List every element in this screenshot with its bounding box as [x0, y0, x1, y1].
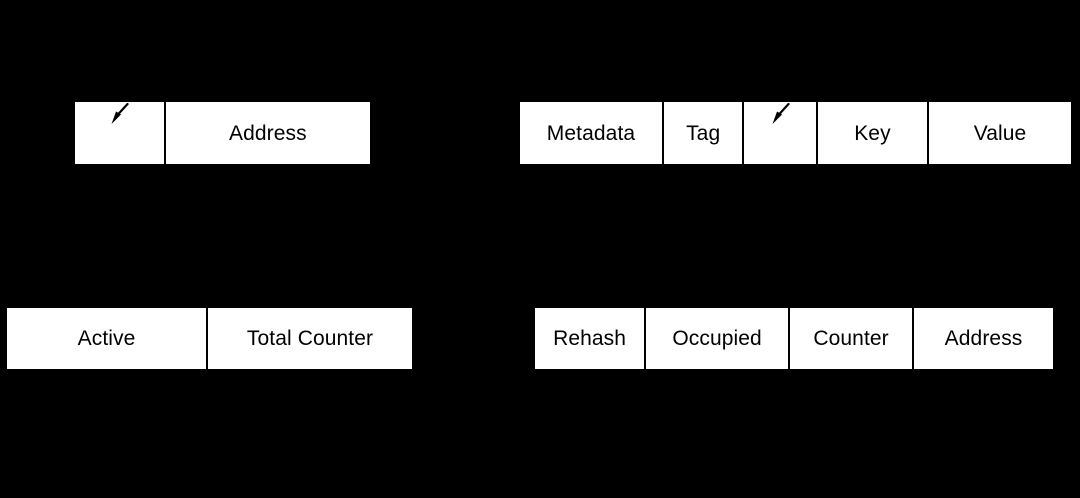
arrow-icon: [111, 103, 130, 124]
counters-row: Active Total Counter: [5, 306, 414, 371]
bucket-entry-cell-metadata: Metadata: [520, 102, 664, 164]
table-state-cell-counter: Counter: [790, 308, 915, 369]
bucket-entry-cell-tag: Tag: [663, 102, 745, 164]
table-state-cell-occupied: Occupied: [646, 308, 791, 369]
bucket-entry-cell-key: Key: [817, 102, 930, 164]
address-pointer-row: Address: [73, 100, 372, 166]
address-pointer-cell-0: [75, 102, 166, 164]
bucket-entry-cell-pointer: [744, 102, 818, 164]
arrow-icon: [772, 103, 790, 124]
counters-cell-active: Active: [7, 308, 209, 369]
address-pointer-cell-address: Address: [165, 102, 370, 164]
bucket-entry-cell-value: Value: [929, 102, 1071, 164]
table-state-row: Rehash Occupied Counter Address: [533, 306, 1055, 371]
bucket-entry-row: Metadata Tag Key Value: [518, 100, 1073, 166]
table-state-cell-rehash: Rehash: [535, 308, 647, 369]
table-state-cell-address: Address: [914, 308, 1053, 369]
counters-cell-total-counter: Total Counter: [208, 308, 412, 369]
